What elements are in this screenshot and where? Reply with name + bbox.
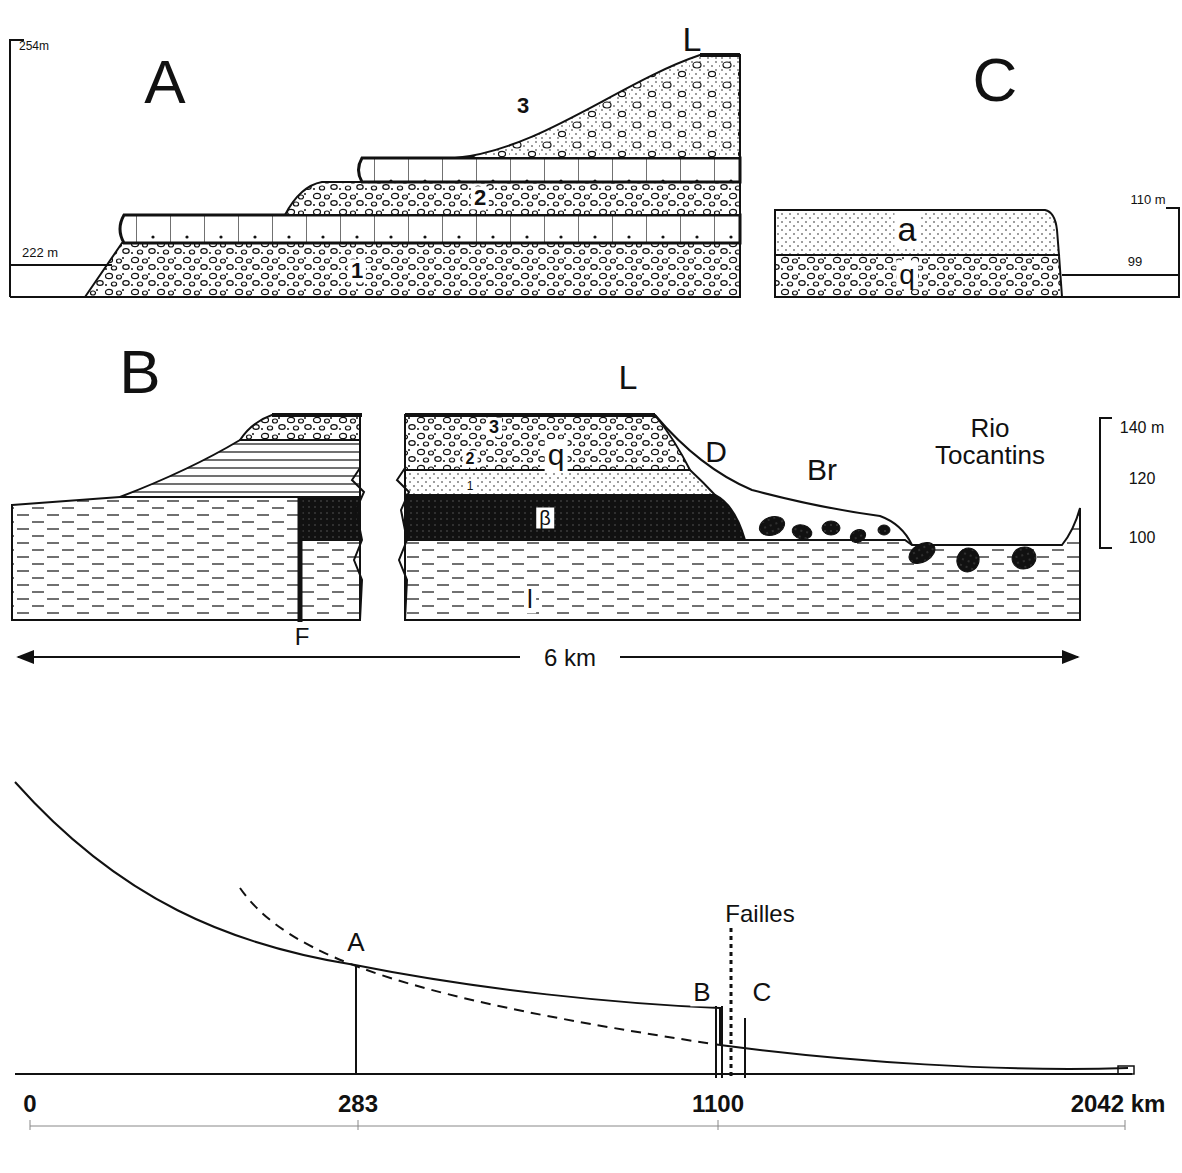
layer-number: 1 xyxy=(464,480,477,493)
layer-letter: l xyxy=(524,586,536,613)
elevation-label: 99 xyxy=(1128,255,1142,269)
break-line xyxy=(397,415,409,620)
layer-number: 3 xyxy=(486,418,502,437)
section-marker: A xyxy=(344,929,367,956)
surface-line xyxy=(272,413,362,417)
surface-label: L xyxy=(683,22,702,58)
conglomerate-layer xyxy=(240,415,360,440)
distance-label: 1100 xyxy=(692,1091,744,1116)
former-profile xyxy=(240,888,720,1045)
baseline xyxy=(15,1073,1132,1075)
feature-label: D xyxy=(705,436,727,468)
scale-bar xyxy=(1100,418,1112,548)
elevation-label: 100 xyxy=(1129,530,1156,547)
panel-letter: C xyxy=(973,47,1018,112)
section-c xyxy=(775,208,1180,297)
limestone-band xyxy=(359,158,741,182)
river-bed-profile xyxy=(720,1045,1128,1069)
layer-letter: a xyxy=(895,212,920,248)
fault-label: Failles xyxy=(722,901,797,926)
distance-scale xyxy=(30,1120,1125,1130)
layer-number: 1 xyxy=(348,259,366,282)
conglomerate-layer xyxy=(405,415,690,470)
sand-layer xyxy=(405,470,715,495)
feature-label: Br xyxy=(807,454,837,486)
fault-line xyxy=(730,928,733,1078)
conglomerate-layer xyxy=(285,182,740,215)
river-name: Rio Tocantins xyxy=(915,415,1065,470)
elevation-label: 120 xyxy=(1129,471,1156,488)
elevation-label: 140 m xyxy=(1120,420,1164,437)
basalt-blocks xyxy=(757,513,1039,575)
conglomerate-layer xyxy=(85,243,740,297)
terrace-profile xyxy=(15,782,720,1045)
layer-number: 2 xyxy=(471,186,489,209)
fault-line xyxy=(298,497,303,622)
distance-label: 0 xyxy=(23,1091,36,1116)
section-b xyxy=(12,415,1112,657)
river-mouth xyxy=(1118,1066,1134,1074)
basalt-layer xyxy=(300,497,360,540)
sand-layer xyxy=(775,210,1059,255)
scale-bar xyxy=(775,208,1180,297)
shale-layer xyxy=(300,540,360,620)
distance-arrow xyxy=(18,656,520,658)
layer-letter: q xyxy=(545,439,568,471)
panel-letter: B xyxy=(119,339,160,404)
surface-label: L xyxy=(619,360,638,396)
section-marker: B xyxy=(690,979,713,1006)
elevation-label: 254m xyxy=(19,40,49,53)
surface-line xyxy=(405,413,655,417)
conglomerate-layer xyxy=(455,55,740,158)
limestone-band xyxy=(120,215,740,243)
laminated-layer xyxy=(120,440,360,497)
shale-layer xyxy=(12,497,300,620)
river-profile xyxy=(15,782,1134,1130)
layer-letter: β xyxy=(536,508,554,529)
distance-label: 283 xyxy=(338,1091,378,1116)
distance-arrow xyxy=(620,656,1078,658)
distance-label: 2042 km xyxy=(1071,1091,1166,1116)
elevation-label: 110 m xyxy=(1130,193,1165,207)
basalt-layer xyxy=(405,495,745,540)
distance-label: 6 km xyxy=(544,645,596,670)
panel-letter: A xyxy=(144,49,185,114)
section-line xyxy=(356,965,745,1078)
baseline xyxy=(12,619,1080,621)
layer-number: 3 xyxy=(514,94,532,117)
elevation-label: 222 m xyxy=(22,246,58,260)
section-a xyxy=(10,40,740,297)
scale-bar xyxy=(10,40,740,297)
layer-number: 2 xyxy=(463,451,478,468)
fault-label: F xyxy=(295,624,310,649)
slope-line xyxy=(655,415,912,545)
section-marker: C xyxy=(750,979,775,1006)
layer-letter: q xyxy=(896,260,918,289)
surface-line xyxy=(700,53,740,57)
conglomerate-layer xyxy=(775,255,1062,297)
break-line xyxy=(352,415,364,620)
